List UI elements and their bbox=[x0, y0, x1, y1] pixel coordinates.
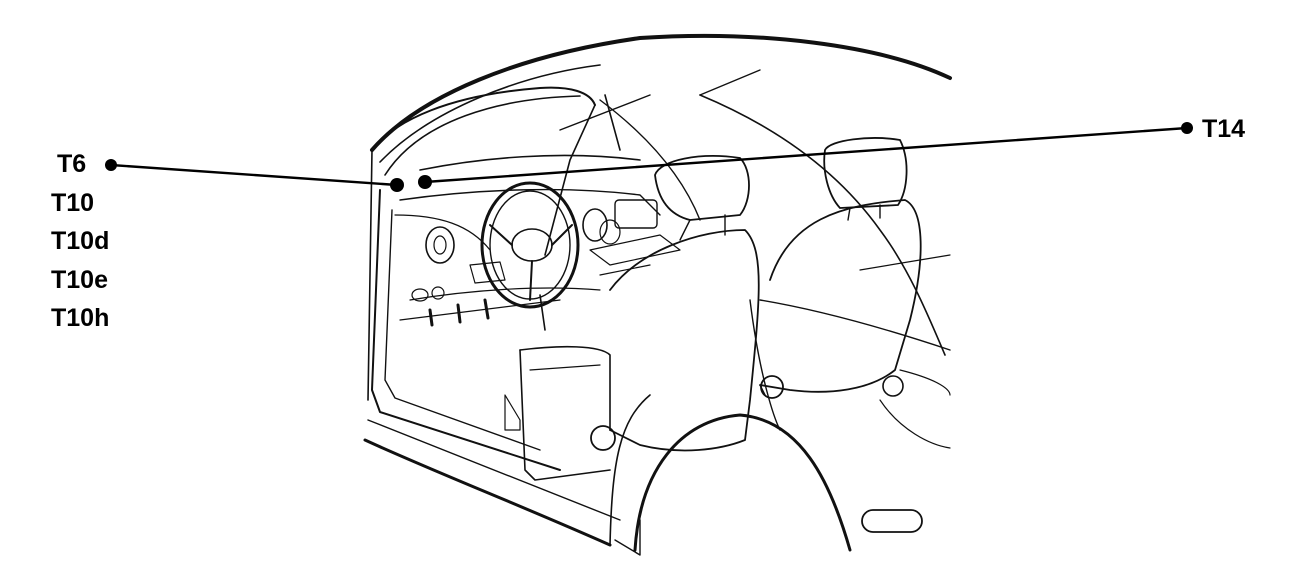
connector-label-t10: T10 bbox=[51, 189, 95, 217]
connector-label-t6: T6 bbox=[57, 150, 87, 178]
connector-label-t10e: T10e bbox=[51, 266, 108, 294]
connector-dot-t6-location bbox=[390, 178, 404, 192]
dashboard bbox=[394, 154, 681, 327]
connector-label-t10h: T10h bbox=[51, 304, 110, 332]
steering-wheel bbox=[480, 181, 580, 331]
front-seat bbox=[504, 155, 760, 481]
car-body-outline bbox=[363, 33, 952, 556]
rear-seat bbox=[749, 137, 922, 431]
connector-dots bbox=[105, 122, 1193, 192]
wiring-lines bbox=[109, 126, 1189, 187]
connector-label-t10d: T10d bbox=[51, 227, 110, 255]
connector-dot-t14-end bbox=[1181, 122, 1193, 134]
connector-label-t14: T14 bbox=[1202, 115, 1246, 143]
connector-dot-t14-location bbox=[418, 175, 432, 189]
connector-dot-t6-end bbox=[105, 159, 117, 171]
